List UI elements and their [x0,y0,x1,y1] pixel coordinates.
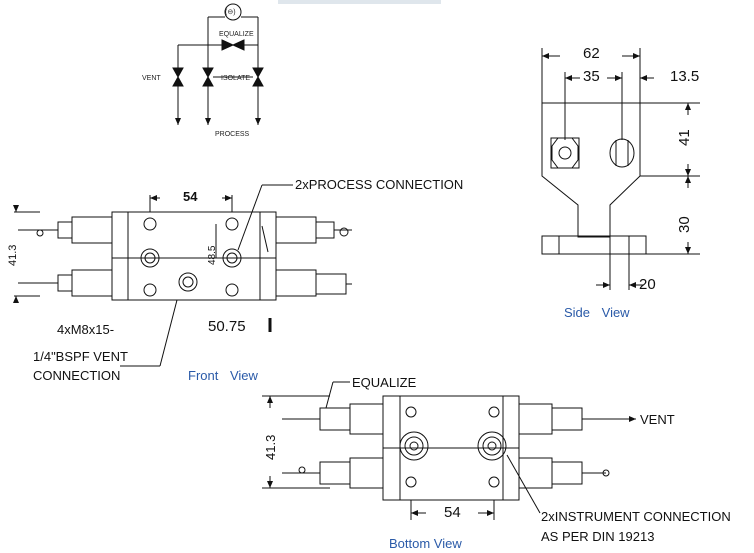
front-dim-left-height: 41.3 [7,244,19,266]
side-dim-35: 35 [583,68,600,85]
bottom-dim-width: 54 [444,504,461,521]
instrument-connection-callout-line1: 2xINSTRUMENT CONNECTION [541,509,731,524]
top-banner-strip [278,0,441,4]
front-dim-width: 54 [183,189,198,204]
bottom-dim-height: 41.3 [263,434,278,460]
schematic-isolate-label: ISOLATE [221,75,251,82]
instrument-connection-callout-line2: AS PER DIN 19213 [541,529,655,544]
schematic-vent-label: VENT [142,75,161,82]
process-connection-callout: 2xPROCESS CONNECTION [295,177,464,192]
front-dim-bottom: 50.75 [208,318,246,335]
side-view-drawing [541,48,700,290]
bolts-callout: 4xM8x15- [57,322,115,337]
gauge-symbol: (⊖) [225,9,236,16]
side-view-title: Side View [564,305,630,320]
schematic-equalize-label: EQUALIZE [219,31,254,38]
front-view-title: Front View [188,368,258,383]
side-dim-20: 20 [639,276,656,293]
equalize-callout: EQUALIZE [352,375,417,390]
front-view-drawing [13,184,352,367]
side-dim-62: 62 [583,45,600,62]
side-dim-30: 30 [676,216,693,233]
schematic-process-label: PROCESS [215,131,250,138]
bottom-view-drawing [262,381,636,520]
side-dim-13-5: 13.5 [670,68,700,85]
bottom-view-title: Bottom View [389,536,462,551]
valve-schematic [172,3,264,125]
side-dim-41: 41 [676,129,693,146]
vent-connection-callout-line1: 1/4"BSPF VENT [33,349,128,364]
vent-callout: VENT [640,412,675,427]
vent-connection-callout-line2: CONNECTION [33,368,121,383]
front-dim-inner-height: 48.5 [207,245,218,265]
